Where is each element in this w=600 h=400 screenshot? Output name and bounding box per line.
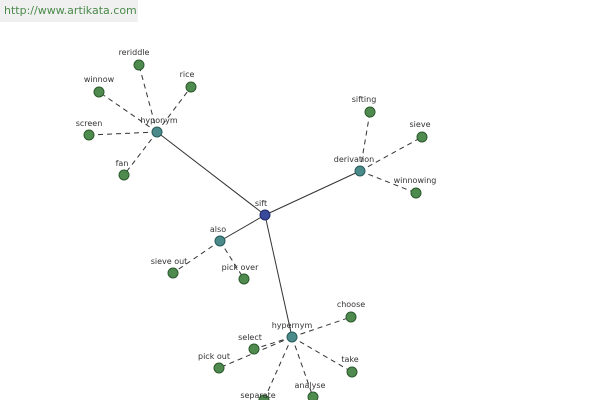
node-circle[interactable] — [151, 126, 163, 138]
node-label: winnowing — [394, 176, 437, 185]
relation-node-derivation[interactable]: derivation — [334, 155, 374, 177]
node-layer: reriddle rice winnow screen fan sifting sieve w… — [76, 48, 437, 400]
node-label: analyse — [295, 381, 326, 390]
leaf-node-reriddle[interactable]: reriddle — [119, 48, 150, 71]
node-label: sifting — [352, 95, 377, 104]
node-circle[interactable] — [93, 86, 105, 98]
leaf-node-winnow[interactable]: winnow — [84, 75, 115, 98]
node-circle[interactable] — [345, 311, 357, 323]
root-node-sift[interactable]: sift — [255, 199, 271, 221]
leaf-node-separate[interactable]: separate — [240, 391, 276, 400]
node-label: also — [210, 225, 226, 234]
edge-sift-also — [219, 214, 266, 242]
edge-also-sieve-out — [172, 240, 221, 274]
relation-node-hypernym[interactable]: hypernym — [272, 321, 313, 343]
leaf-node-select[interactable]: select — [238, 333, 262, 355]
node-circle[interactable] — [185, 81, 197, 93]
leaf-node-analyse[interactable]: analyse — [295, 381, 326, 400]
node-label: hyponym — [140, 116, 178, 125]
node-circle[interactable] — [346, 366, 358, 378]
edge-hyponym-screen — [88, 131, 158, 136]
node-circle[interactable] — [133, 59, 145, 71]
node-circle[interactable] — [416, 131, 428, 143]
leaf-node-winnowing[interactable]: winnowing — [394, 176, 437, 199]
node-circle[interactable] — [167, 267, 179, 279]
leaf-node-rice[interactable]: rice — [180, 70, 197, 93]
node-label: derivation — [334, 155, 374, 164]
edge-layer — [88, 64, 423, 400]
node-circle[interactable] — [364, 106, 376, 118]
edge-derivation-sieve — [359, 136, 423, 172]
node-label: sieve — [410, 120, 431, 129]
node-circle[interactable] — [286, 331, 298, 343]
edge-hyponym-fan — [123, 131, 158, 176]
node-label: hypernym — [272, 321, 313, 330]
edge-hypernym-take — [291, 336, 353, 373]
node-label: sieve out — [151, 257, 188, 266]
node-label: choose — [337, 300, 365, 309]
node-label: pick out — [198, 352, 230, 361]
relation-node-hyponym[interactable]: hyponym — [140, 116, 178, 138]
edge-hyponym-winnow — [98, 91, 158, 133]
node-label: screen — [76, 119, 103, 128]
edge-derivation-winnowing — [359, 170, 417, 194]
node-circle[interactable] — [307, 391, 319, 400]
leaf-node-fan[interactable]: fan — [116, 159, 130, 181]
edge-also-pick-over — [219, 240, 245, 280]
edge-hyponym-rice — [156, 86, 192, 133]
node-label: pick over — [222, 263, 259, 272]
node-label: winnow — [84, 75, 115, 84]
source-url-banner[interactable]: http://www.artikata.com — [0, 0, 138, 22]
node-label: sift — [255, 199, 267, 208]
edge-hypernym-separate — [263, 336, 293, 400]
leaf-node-choose[interactable]: choose — [337, 300, 365, 323]
node-label: select — [238, 333, 262, 342]
edge-hypernym-select — [253, 336, 293, 350]
node-circle[interactable] — [258, 394, 270, 400]
edge-derivation-sifting — [359, 111, 371, 172]
node-circle[interactable] — [83, 129, 95, 141]
edge-hypernym-analyse — [291, 336, 314, 398]
node-label: take — [341, 355, 358, 364]
node-circle[interactable] — [259, 209, 271, 221]
leaf-node-pick-over[interactable]: pick over — [222, 263, 259, 285]
edge-sift-hyponym — [156, 131, 266, 216]
relation-node-also[interactable]: also — [210, 225, 226, 247]
edge-hyponym-reriddle — [138, 64, 158, 133]
node-circle[interactable] — [238, 273, 250, 285]
node-circle[interactable] — [410, 187, 422, 199]
node-circle[interactable] — [354, 165, 366, 177]
node-label: fan — [116, 159, 129, 168]
node-circle[interactable] — [214, 235, 226, 247]
leaf-node-sifting[interactable]: sifting — [352, 95, 377, 118]
leaf-node-sieve-out[interactable]: sieve out — [151, 257, 188, 279]
leaf-node-pick-out[interactable]: pick out — [198, 352, 230, 374]
leaf-node-take[interactable]: take — [341, 355, 359, 378]
node-label: rice — [180, 70, 195, 79]
node-circle[interactable] — [213, 362, 225, 374]
edge-sift-derivation — [264, 170, 361, 216]
leaf-node-screen[interactable]: screen — [76, 119, 103, 141]
node-label: reriddle — [119, 48, 150, 57]
edge-hypernym-choose — [291, 316, 352, 338]
node-circle[interactable] — [248, 343, 260, 355]
node-circle[interactable] — [118, 169, 130, 181]
node-label: separate — [240, 391, 275, 400]
edge-sift-hypernym — [264, 214, 293, 338]
leaf-node-sieve[interactable]: sieve — [410, 120, 431, 143]
